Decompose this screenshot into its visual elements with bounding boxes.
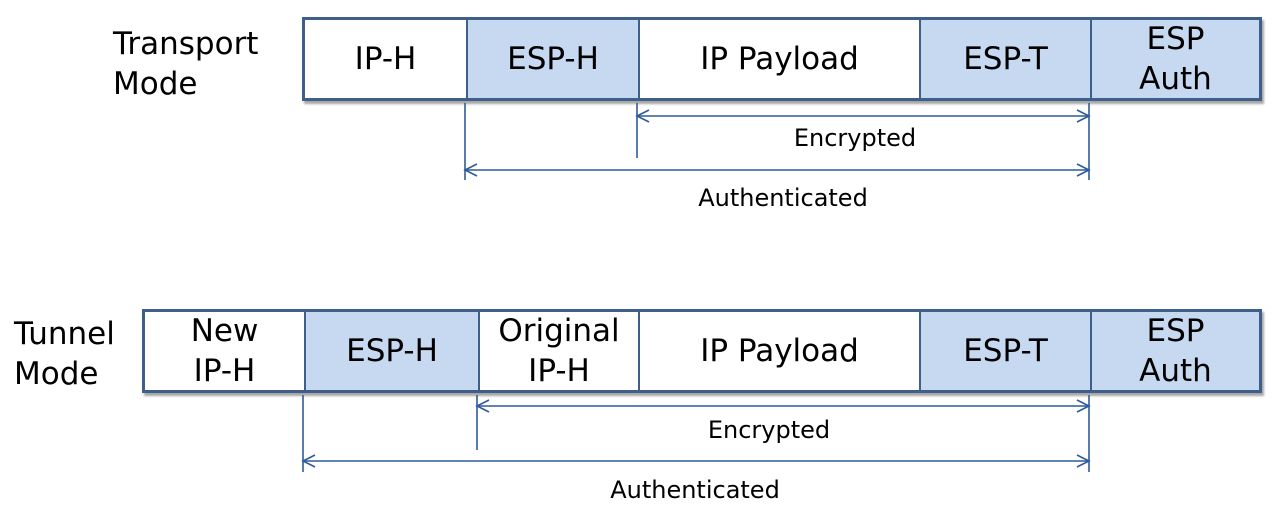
transport-mode-label: Transport Mode [113, 26, 259, 102]
transport-authenticated-arrow [463, 163, 1091, 177]
tunnel-authenticated-label: Authenticated [610, 476, 780, 504]
tunnel-packet: New IP-H ESP-H Original IP-H IP Payload … [142, 309, 1262, 393]
tunnel-encrypted-arrow [475, 399, 1091, 413]
transport-field-ip-h: IP-H [305, 20, 468, 98]
tunnel-field-original-ip-h: Original IP-H [480, 312, 640, 390]
tunnel-field-ip-payload: IP Payload [640, 312, 921, 390]
tunnel-field-esp-h: ESP-H [306, 312, 480, 390]
transport-field-esp-auth: ESP Auth [1092, 20, 1259, 98]
transport-field-ip-payload: IP Payload [640, 20, 921, 98]
transport-encrypted-arrow [635, 109, 1091, 123]
transport-packet: IP-H ESP-H IP Payload ESP-T ESP Auth [302, 17, 1262, 101]
tunnel-encrypted-label: Encrypted [707, 416, 831, 444]
tunnel-mode-label: Tunnel Mode [14, 316, 115, 392]
tunnel-field-esp-auth: ESP Auth [1092, 312, 1259, 390]
tunnel-field-esp-t: ESP-T [921, 312, 1092, 390]
tunnel-authenticated-arrow [301, 454, 1091, 468]
transport-authenticated-label: Authenticated [698, 184, 868, 212]
transport-encrypted-label: Encrypted [793, 124, 917, 152]
transport-field-esp-t: ESP-T [921, 20, 1092, 98]
transport-field-esp-h: ESP-H [468, 20, 640, 98]
tunnel-field-new-ip-h: New IP-H [145, 312, 306, 390]
